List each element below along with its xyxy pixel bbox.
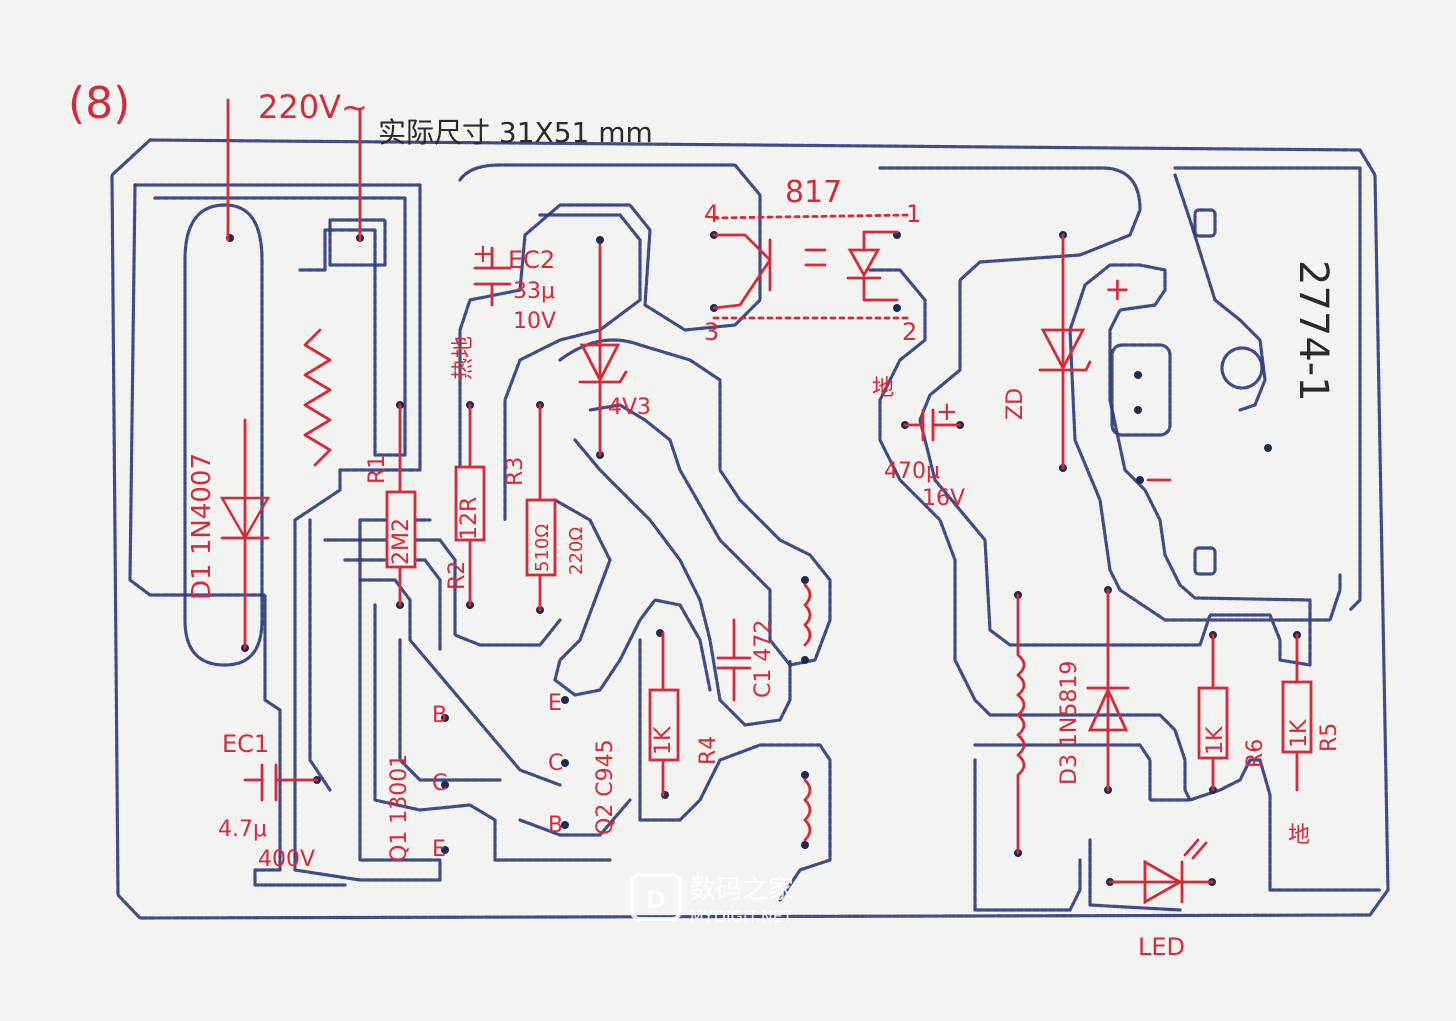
optocoupler-817-symbol <box>712 213 912 320</box>
watermark: D 数码之家 MYDIGIT.NET <box>630 873 794 926</box>
ground-label: 地 <box>872 376 894 401</box>
board-outline <box>110 138 1390 920</box>
r3-name: R3 <box>503 457 528 486</box>
optocoupler-label: 817 <box>785 175 842 210</box>
output-minus: - <box>1148 464 1157 494</box>
q1-label: Q1 13001 <box>387 754 412 862</box>
ec1-voltage: 400V <box>258 847 315 872</box>
labels: (8) 220V~ 实际尺寸 31X51 mm 2774-1 D1 1N4007… <box>68 78 1342 961</box>
ec2-plus: + <box>472 239 494 269</box>
opto-pin-3: 3 <box>704 318 719 346</box>
ec2-name: EC2 <box>508 246 555 274</box>
watermark-cn: 数码之家 <box>690 875 794 905</box>
r6-value: 1K <box>1203 726 1228 755</box>
zener-label: 4V3 <box>608 395 651 420</box>
transformer-winding-primary <box>303 328 332 467</box>
opto-pin-4: 4 <box>704 200 719 228</box>
ec2-value: 33μ <box>513 279 555 304</box>
r3-value: 510Ω <box>532 524 553 572</box>
components <box>219 98 1313 905</box>
diode-d3-symbol <box>1086 588 1130 792</box>
watermark-logo-mark: D <box>646 886 666 914</box>
slot-bottom <box>1193 546 1217 576</box>
r4-name: R4 <box>696 736 721 765</box>
r1-value: 2M2 <box>389 518 414 565</box>
r5-value: 1K <box>1287 719 1312 748</box>
r4-value: 1K <box>651 726 676 755</box>
dimension-note: 实际尺寸 31X51 mm <box>378 116 653 149</box>
resistor-r2-symbol <box>454 403 486 607</box>
capacitor-c1-symbol <box>716 618 752 702</box>
q2-pin-b: B <box>548 813 563 838</box>
opto-pin-1: 1 <box>906 200 921 228</box>
board-code: 2774-1 <box>1290 260 1336 402</box>
zener-4v3-symbol <box>578 243 628 457</box>
figure-number: (8) <box>68 78 130 129</box>
watermark-en: MYDIGIT.NET <box>690 907 793 926</box>
opto-pin-2: 2 <box>902 318 917 346</box>
r2-name: R2 <box>445 561 470 590</box>
resistor-r3-symbol <box>525 403 557 612</box>
ec1-name: EC1 <box>222 730 269 758</box>
d1-pad-slot <box>183 203 264 667</box>
resistor-r1-symbol <box>385 403 417 607</box>
output-plus: + <box>1104 270 1131 308</box>
ec1-value: 4.7μ <box>218 817 267 842</box>
hot-ground-label: 热地 <box>451 336 476 380</box>
mains-label: 220V~ <box>258 88 368 126</box>
pad-large <box>1110 343 1172 437</box>
c1-label: C1 472 <box>751 620 776 698</box>
r2-value: 12R <box>457 497 482 540</box>
output-cap-voltage: 16V <box>922 486 965 511</box>
r3-alt-value: 220Ω <box>566 527 587 575</box>
transformer-winding-aux <box>803 583 812 842</box>
ec2-voltage: 10V <box>513 309 556 334</box>
zd-label: ZD <box>1003 388 1028 420</box>
q2-pin-e: E <box>548 691 562 716</box>
q1-pin-e: E <box>432 837 446 862</box>
resistor-r4-symbol <box>648 631 680 797</box>
pcb-traces <box>110 138 1390 920</box>
r5-name: R5 <box>1317 723 1342 752</box>
slot-top <box>1193 208 1217 238</box>
resistor-r6-symbol <box>1197 633 1229 792</box>
q2-pin-c: C <box>548 751 563 776</box>
q2-label: Q2 C945 <box>593 739 618 835</box>
mounting-hole <box>1220 346 1264 390</box>
resistor-r5-symbol <box>1281 633 1313 792</box>
mains-pad <box>328 218 387 267</box>
capacitor-output-symbol <box>903 408 962 442</box>
ground2-label: 地 <box>1288 823 1310 848</box>
led-label: LED <box>1138 933 1185 961</box>
r1-name: R1 <box>365 455 390 484</box>
d1-label: D1 1N4007 <box>187 453 217 600</box>
zener-zd-symbol <box>1038 233 1092 470</box>
transformer-winding-secondary <box>1016 593 1026 855</box>
q1-pin-c: C <box>432 771 447 796</box>
d3-label: D3 1N5819 <box>1057 661 1082 785</box>
watermark-logo-icon <box>630 873 682 921</box>
output-cap-plus: + <box>936 397 958 427</box>
diode-d1-symbol <box>219 418 271 650</box>
q1-pin-b: B <box>432 703 447 728</box>
capacitor-ec2-symbol <box>473 246 512 307</box>
r6-name: R6 <box>1243 739 1268 768</box>
capacitor-ec1-symbol <box>243 763 319 802</box>
led-symbol <box>1108 838 1214 905</box>
output-cap-value: 470μ <box>884 459 940 484</box>
